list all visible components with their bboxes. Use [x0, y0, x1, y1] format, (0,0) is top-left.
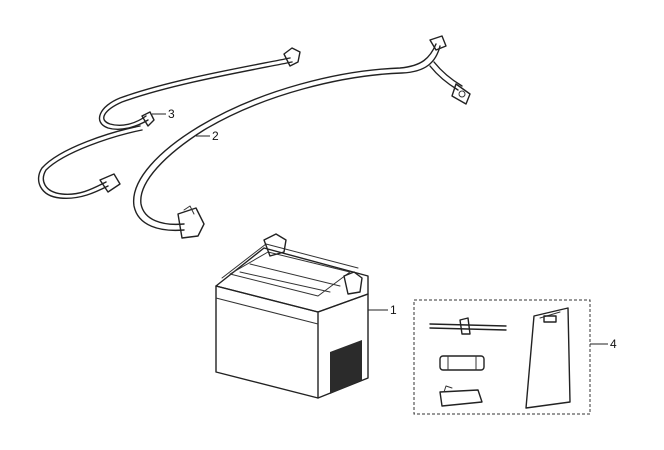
sub-harness-cable [37, 47, 301, 200]
callout-4: 4 [610, 337, 617, 351]
positive-battery-cable [133, 35, 471, 239]
callout-1: 1 [390, 303, 397, 317]
callout-2: 2 [212, 129, 219, 143]
callout-3: 3 [168, 107, 175, 121]
battery [215, 233, 369, 399]
battery-tool-kit [413, 299, 591, 415]
